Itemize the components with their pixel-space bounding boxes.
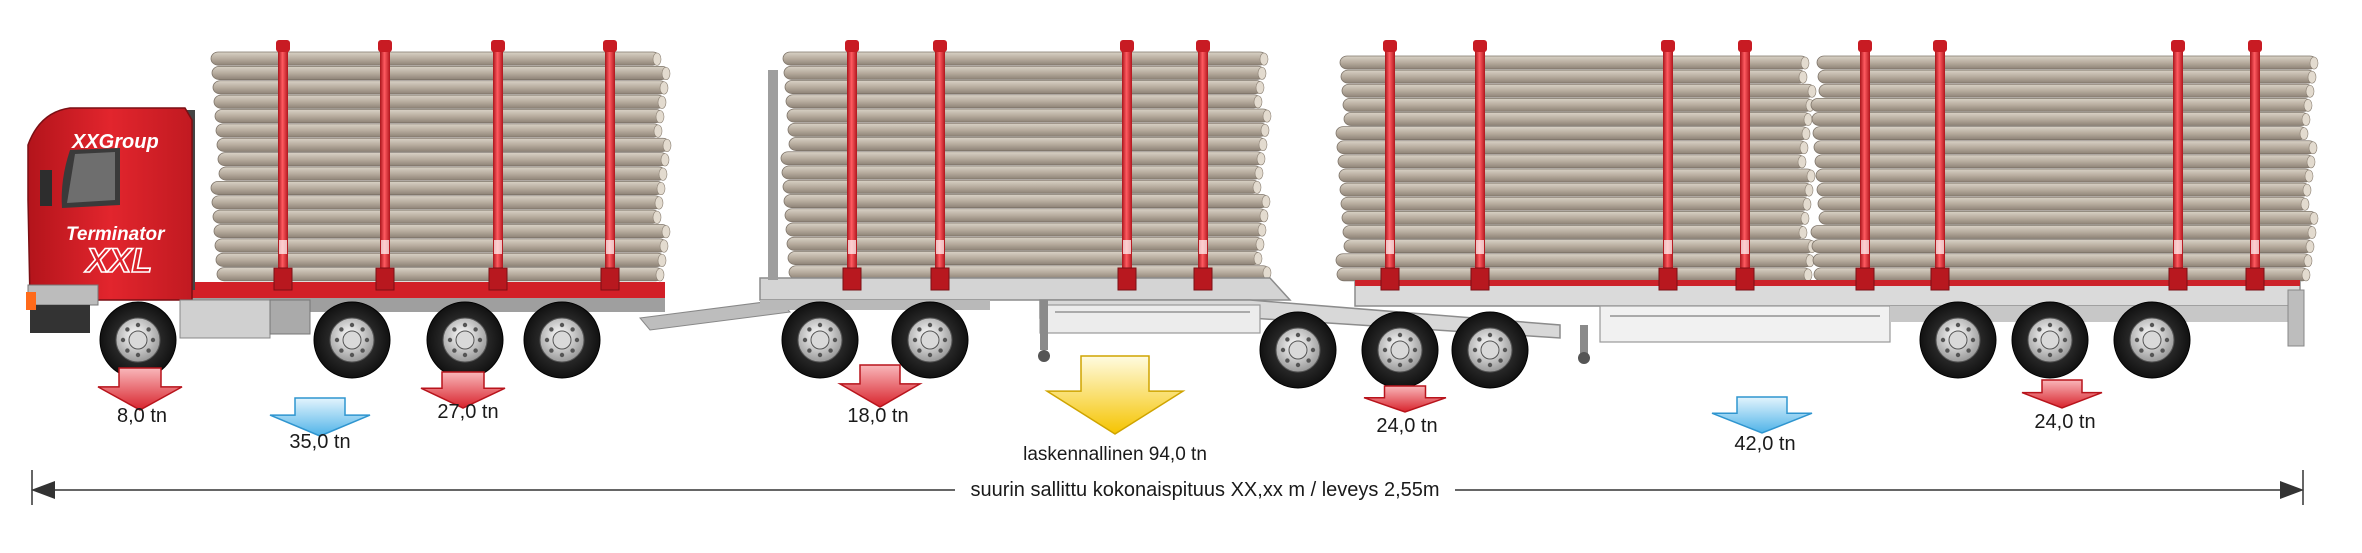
log-stacks [210, 51, 2319, 282]
wheel [2011, 301, 2089, 379]
wheel [523, 301, 601, 379]
total-weight-arrow [1044, 355, 1186, 435]
wheel [313, 301, 391, 379]
log-stack [1335, 55, 1817, 282]
load-labels: 8,0 tn 35,0 tn 27,0 tn 18,0 tn 24,0 tn 4… [117, 401, 2096, 465]
cab-brand-company: XXGroup [71, 131, 159, 153]
stake [2250, 44, 2260, 284]
load-arrow-truck-total [269, 397, 371, 437]
load-label-rear-bogie: 24,0 tn [2034, 411, 2095, 433]
stake [1663, 44, 1673, 284]
stake [847, 44, 857, 284]
load-label-trailer-total: 42,0 tn [1734, 433, 1795, 455]
wheel [1451, 311, 1529, 389]
load-arrow-front-axle [97, 367, 183, 411]
load-arrow-trailer-total [1711, 396, 1813, 434]
stake [380, 44, 390, 284]
wheel [426, 301, 504, 379]
log-stack [780, 51, 1272, 280]
load-arrow-rear-bogie [2021, 379, 2103, 409]
stake [1740, 44, 1750, 284]
load-label-truck-rear: 27,0 tn [437, 401, 498, 423]
stake [278, 44, 288, 284]
cab-brand-xxl: XXL [84, 242, 152, 280]
load-arrow-middle-bogie [1363, 385, 1447, 413]
stake [605, 44, 615, 284]
stake [1860, 44, 1870, 284]
stake [1385, 44, 1395, 284]
dimension-label: suurin sallittu kokonaispituus XX,xx m /… [970, 479, 1439, 501]
wheel [891, 301, 969, 379]
log-stack [1810, 55, 2319, 282]
wheel [1919, 301, 1997, 379]
stake [935, 44, 945, 284]
stake [1198, 44, 1208, 284]
load-label-truck-total: 35,0 tn [289, 431, 350, 453]
wheel [1361, 311, 1439, 389]
load-label-middle-bogie: 24,0 tn [1376, 415, 1437, 437]
wheel [781, 301, 859, 379]
cab-brand-model: Terminator [66, 224, 166, 245]
truck-cab: XXGroup Terminator XXL [26, 107, 311, 339]
stake [2173, 44, 2183, 284]
trailer-frames [185, 70, 2305, 364]
wheel [99, 301, 177, 379]
wheel [2113, 301, 2191, 379]
wheel [1259, 311, 1337, 389]
stakes [273, 40, 2265, 291]
load-label-dolly: 18,0 tn [847, 405, 908, 427]
stake [1935, 44, 1945, 284]
total-weight-label: laskennallinen 94,0 tn [1023, 444, 1207, 465]
load-label-front-axle: 8,0 tn [117, 405, 167, 427]
dimension-line: suurin sallittu kokonaispituus XX,xx m /… [31, 470, 2304, 505]
load-arrow-truck-rear [420, 371, 506, 409]
load-arrow-dolly [837, 364, 923, 408]
stake [1122, 44, 1132, 284]
stake [493, 44, 503, 284]
wheels [99, 301, 2191, 389]
load-arrows [97, 355, 2103, 437]
log-stack [210, 51, 672, 282]
stake [1475, 44, 1485, 284]
